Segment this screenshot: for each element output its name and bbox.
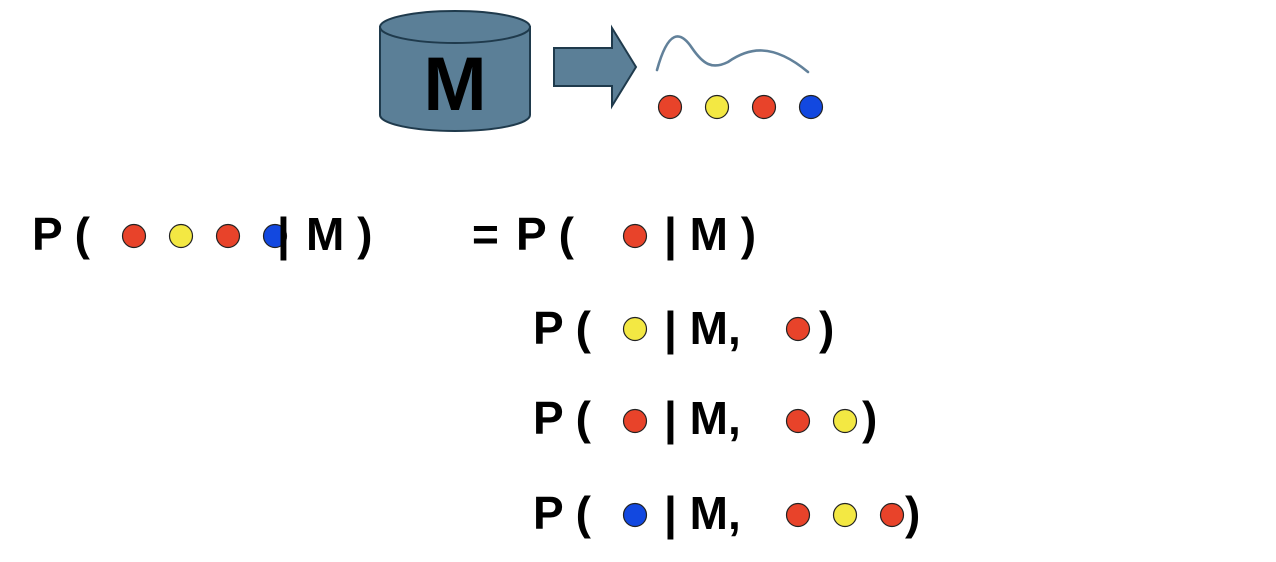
factor-open: P (	[533, 392, 592, 444]
red-ball	[785, 408, 811, 434]
blue-ball	[262, 223, 288, 249]
factor-history	[785, 408, 858, 434]
red-ball	[215, 223, 241, 249]
lhs-sequence	[121, 223, 288, 249]
red-ball	[657, 94, 683, 120]
generate-arrow-icon	[553, 24, 638, 110]
equals-sign: =	[472, 208, 499, 260]
lhs-model: M )	[306, 208, 372, 260]
blue-ball	[798, 94, 824, 120]
factor-given: | M )	[664, 208, 756, 260]
yellow-ball	[168, 223, 194, 249]
factor-given: | M,	[664, 302, 741, 354]
distribution-curve	[655, 35, 810, 74]
factor-given: | M,	[664, 487, 741, 539]
factor-open: P (	[516, 208, 575, 260]
factor-given: | M,	[664, 392, 741, 444]
model-cylinder-icon: M	[379, 10, 531, 132]
red-ball	[121, 223, 147, 249]
red-ball	[622, 223, 648, 249]
cylinder-body	[379, 26, 531, 132]
blue-ball	[622, 502, 648, 528]
factor-history	[785, 502, 905, 528]
factor-close: )	[819, 302, 834, 354]
factor-open: P (	[533, 487, 592, 539]
factor-target	[622, 408, 648, 434]
model-label: M	[423, 42, 486, 127]
equation-lhs: P ( | M )	[32, 208, 372, 260]
factor-close: )	[905, 487, 920, 539]
red-ball	[879, 502, 905, 528]
yellow-ball	[704, 94, 730, 120]
factor-row-1: P ( | M )	[516, 208, 756, 260]
yellow-ball	[622, 316, 648, 342]
factor-history	[785, 316, 811, 342]
factor-row-2: P ( | M, )	[533, 302, 834, 354]
red-ball	[785, 502, 811, 528]
factor-target	[622, 223, 648, 249]
factor-row-3: P ( | M, )	[533, 392, 877, 444]
sampled-sequence	[657, 94, 824, 120]
red-ball	[751, 94, 777, 120]
factor-target	[622, 316, 648, 342]
cylinder-top	[379, 10, 531, 44]
yellow-ball	[832, 502, 858, 528]
factor-open: P (	[533, 302, 592, 354]
lhs-bar: |	[277, 208, 290, 260]
factor-target	[622, 502, 648, 528]
lhs-open: P (	[32, 208, 91, 260]
factor-row-4: P ( | M, )	[533, 487, 920, 539]
factor-close: )	[862, 392, 877, 444]
red-ball	[622, 408, 648, 434]
red-ball	[785, 316, 811, 342]
yellow-ball	[832, 408, 858, 434]
